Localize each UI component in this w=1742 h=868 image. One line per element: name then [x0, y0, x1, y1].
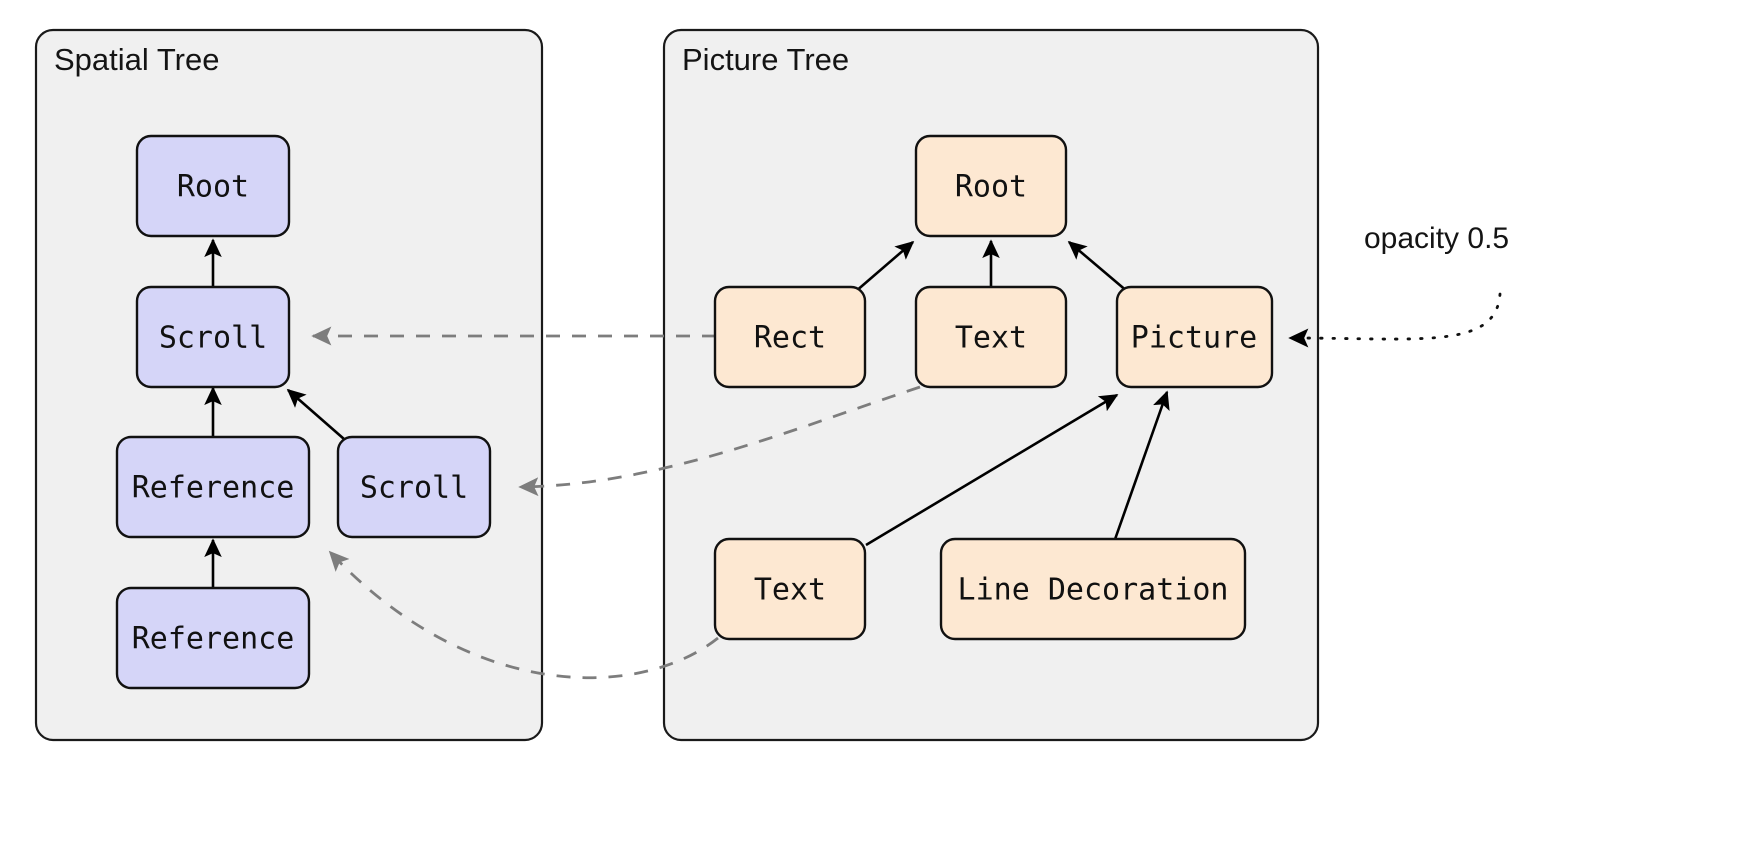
- spatial-tree-edges: [204, 238, 353, 589]
- opacity-annotation: opacity 0.5: [1288, 222, 1509, 348]
- node-picture-text-2[interactable]: Text: [713, 537, 867, 641]
- node-spatial-scroll-2-box[interactable]: [336, 435, 492, 539]
- node-picture-rect[interactable]: Rect: [713, 285, 867, 389]
- node-spatial-reference-2[interactable]: Reference: [115, 586, 311, 690]
- panel-spatial-tree-title: Spatial Tree: [54, 42, 219, 77]
- node-spatial-root-box[interactable]: [135, 134, 291, 238]
- node-picture-text-1-box[interactable]: [914, 285, 1068, 389]
- opacity-annotation-label: opacity 0.5: [1364, 222, 1509, 255]
- node-picture-rect-label: Rect: [754, 321, 826, 356]
- node-picture-text-1[interactable]: Text: [914, 285, 1068, 389]
- node-spatial-reference-1-label: Reference: [132, 471, 295, 506]
- node-spatial-scroll-1[interactable]: Scroll: [135, 285, 291, 389]
- edge-picture-to-root: [1067, 240, 1129, 293]
- node-picture-text-1-label: Text: [955, 321, 1027, 356]
- node-spatial-reference-2-box[interactable]: [115, 586, 311, 690]
- edge-text2-to-picture: [865, 393, 1119, 547]
- edge-linedecoration-to-picture: [1111, 390, 1170, 546]
- edge-rect-to-root: [854, 240, 915, 293]
- picture-tree-edges: [854, 239, 1170, 547]
- node-picture-root-box[interactable]: [914, 134, 1068, 238]
- node-spatial-reference-1[interactable]: Reference: [115, 435, 311, 539]
- node-spatial-scroll-2[interactable]: Scroll: [336, 435, 492, 539]
- cross-tree-reference-edges: [311, 326, 921, 680]
- node-spatial-root[interactable]: Root: [135, 134, 291, 238]
- node-picture-rect-box[interactable]: [713, 285, 867, 389]
- node-spatial-root-label: Root: [177, 170, 249, 205]
- node-picture-line-decoration-box[interactable]: [939, 537, 1247, 641]
- node-spatial-scroll-2-label: Scroll: [360, 471, 468, 506]
- node-picture-root-label: Root: [955, 170, 1027, 205]
- node-spatial-scroll-1-label: Scroll: [159, 321, 267, 356]
- node-picture-picture-box[interactable]: [1115, 285, 1274, 389]
- node-picture-root[interactable]: Root: [914, 134, 1068, 238]
- node-picture-picture-label: Picture: [1131, 321, 1257, 356]
- node-spatial-reference-2-label: Reference: [132, 622, 295, 657]
- node-picture-text-2-box[interactable]: [713, 537, 867, 641]
- picture-tree-nodes: Root Rect Text Picture Text Line Decorat: [713, 134, 1274, 641]
- panel-picture-tree-title: Picture Tree: [682, 42, 849, 77]
- spatial-tree-nodes: Root Scroll Reference Scroll Reference: [115, 134, 492, 690]
- node-spatial-scroll-1-box[interactable]: [135, 285, 291, 389]
- node-picture-text-2-label: Text: [754, 573, 826, 608]
- node-picture-line-decoration-label: Line Decoration: [958, 573, 1229, 608]
- edge-scroll2-to-scroll1: [286, 388, 353, 447]
- node-picture-picture[interactable]: Picture: [1115, 285, 1274, 389]
- edge-opacity-to-picture: [1288, 292, 1502, 348]
- node-picture-line-decoration[interactable]: Line Decoration: [939, 537, 1247, 641]
- edge-text1-to-spatial-scroll2: [518, 385, 921, 497]
- node-spatial-reference-1-box[interactable]: [115, 435, 311, 539]
